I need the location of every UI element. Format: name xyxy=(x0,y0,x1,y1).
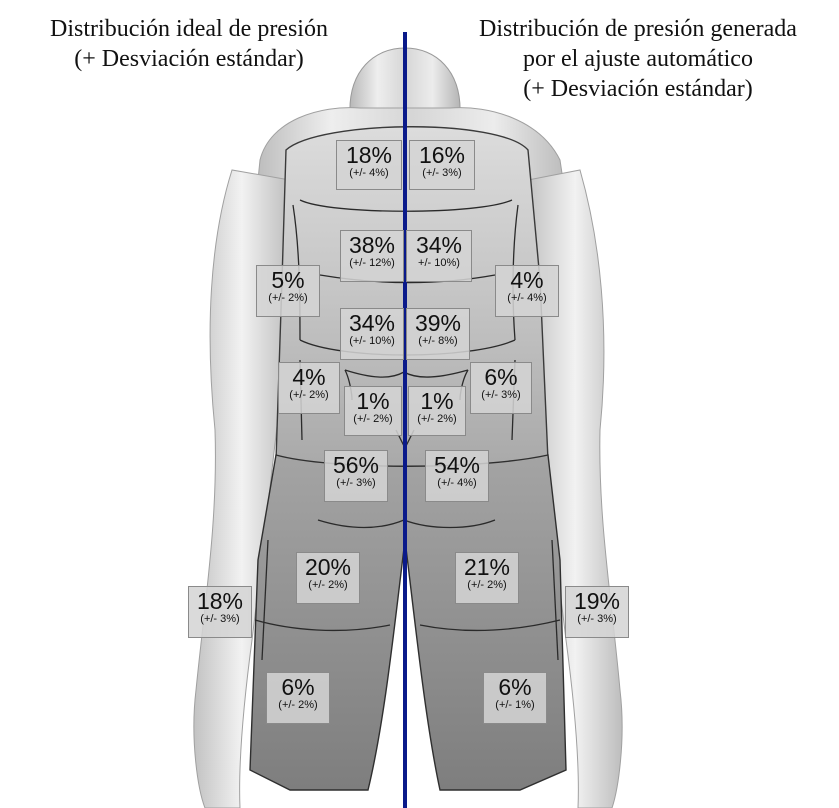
label-inner-thigh-auto: 21% (+/- 2%) xyxy=(455,552,519,604)
label-lower-back-auto: 39% (+/- 8%) xyxy=(406,308,470,360)
label-mid-back-auto: 34% +/- 10%) xyxy=(406,230,472,282)
label-buttock-auto: 54% (+/- 4%) xyxy=(425,450,489,502)
label-sacrum-auto: 1% (+/- 2%) xyxy=(408,386,466,436)
ideal-title-line2: (+ Desviación estándar) xyxy=(4,44,374,74)
pct-value: 6% xyxy=(471,365,531,389)
dev-value: (+/- 3%) xyxy=(325,477,387,490)
label-side-torso-auto: 4% (+/- 4%) xyxy=(495,265,559,317)
dev-value: (+/- 2%) xyxy=(279,389,339,402)
dev-value: (+/- 3%) xyxy=(410,167,474,180)
shorts-shape xyxy=(250,455,566,790)
pct-value: 21% xyxy=(456,555,518,579)
pct-value: 39% xyxy=(407,311,469,335)
dev-value: (+/- 2%) xyxy=(257,292,319,305)
pct-value: 6% xyxy=(484,675,546,699)
pct-value: 16% xyxy=(410,143,474,167)
label-lower-back-ideal: 34% (+/- 10%) xyxy=(340,308,404,360)
pct-value: 34% xyxy=(341,311,403,335)
label-outer-thigh-ideal: 18% (+/- 3%) xyxy=(188,586,252,638)
pct-value: 56% xyxy=(325,453,387,477)
pct-value: 4% xyxy=(496,268,558,292)
pct-value: 6% xyxy=(267,675,329,699)
label-mid-back-ideal: 38% (+/- 12%) xyxy=(340,230,404,282)
pct-value: 34% xyxy=(407,233,471,257)
dev-value: (+/- 2%) xyxy=(345,413,401,426)
dev-value: (+/- 2%) xyxy=(267,699,329,712)
dev-value: (+/- 3%) xyxy=(471,389,531,402)
pct-value: 1% xyxy=(345,389,401,413)
pct-value: 38% xyxy=(341,233,403,257)
dev-value: (+/- 4%) xyxy=(426,477,488,490)
pct-value: 18% xyxy=(337,143,401,167)
dev-value: (+/- 3%) xyxy=(566,613,628,626)
label-outer-thigh-auto: 19% (+/- 3%) xyxy=(565,586,629,638)
label-hip-auto: 6% (+/- 3%) xyxy=(470,362,532,414)
label-upper-back-ideal: 18% (+/- 4%) xyxy=(336,140,402,190)
dev-value: (+/- 2%) xyxy=(456,579,518,592)
label-inner-thigh-ideal: 20% (+/- 2%) xyxy=(296,552,360,604)
auto-title-line1: Distribución de presión generada xyxy=(440,14,836,44)
dev-value: (+/- 1%) xyxy=(484,699,546,712)
dev-value: (+/- 10%) xyxy=(341,335,403,348)
label-buttock-ideal: 56% (+/- 3%) xyxy=(324,450,388,502)
dev-value: (+/- 3%) xyxy=(189,613,251,626)
ideal-distribution-title: Distribución ideal de presión (+ Desviac… xyxy=(4,14,374,74)
dev-value: (+/- 2%) xyxy=(297,579,359,592)
label-sacrum-ideal: 1% (+/- 2%) xyxy=(344,386,402,436)
dev-value: +/- 10%) xyxy=(407,257,471,270)
pct-value: 19% xyxy=(566,589,628,613)
pct-value: 20% xyxy=(297,555,359,579)
auto-title-line2: por el ajuste automático xyxy=(440,44,836,74)
label-lower-thigh-auto: 6% (+/- 1%) xyxy=(483,672,547,724)
dev-value: (+/- 2%) xyxy=(409,413,465,426)
pct-value: 5% xyxy=(257,268,319,292)
auto-fit-distribution-title: Distribución de presión generada por el … xyxy=(440,14,836,104)
pct-value: 54% xyxy=(426,453,488,477)
auto-title-line3: (+ Desviación estándar) xyxy=(440,74,836,104)
label-lower-thigh-ideal: 6% (+/- 2%) xyxy=(266,672,330,724)
dev-value: (+/- 12%) xyxy=(341,257,403,270)
label-side-torso-ideal: 5% (+/- 2%) xyxy=(256,265,320,317)
ideal-title-line1: Distribución ideal de presión xyxy=(4,14,374,44)
dev-value: (+/- 8%) xyxy=(407,335,469,348)
dev-value: (+/- 4%) xyxy=(337,167,401,180)
pct-value: 1% xyxy=(409,389,465,413)
pct-value: 4% xyxy=(279,365,339,389)
label-hip-ideal: 4% (+/- 2%) xyxy=(278,362,340,414)
pct-value: 18% xyxy=(189,589,251,613)
dev-value: (+/- 4%) xyxy=(496,292,558,305)
label-upper-back-auto: 16% (+/- 3%) xyxy=(409,140,475,190)
